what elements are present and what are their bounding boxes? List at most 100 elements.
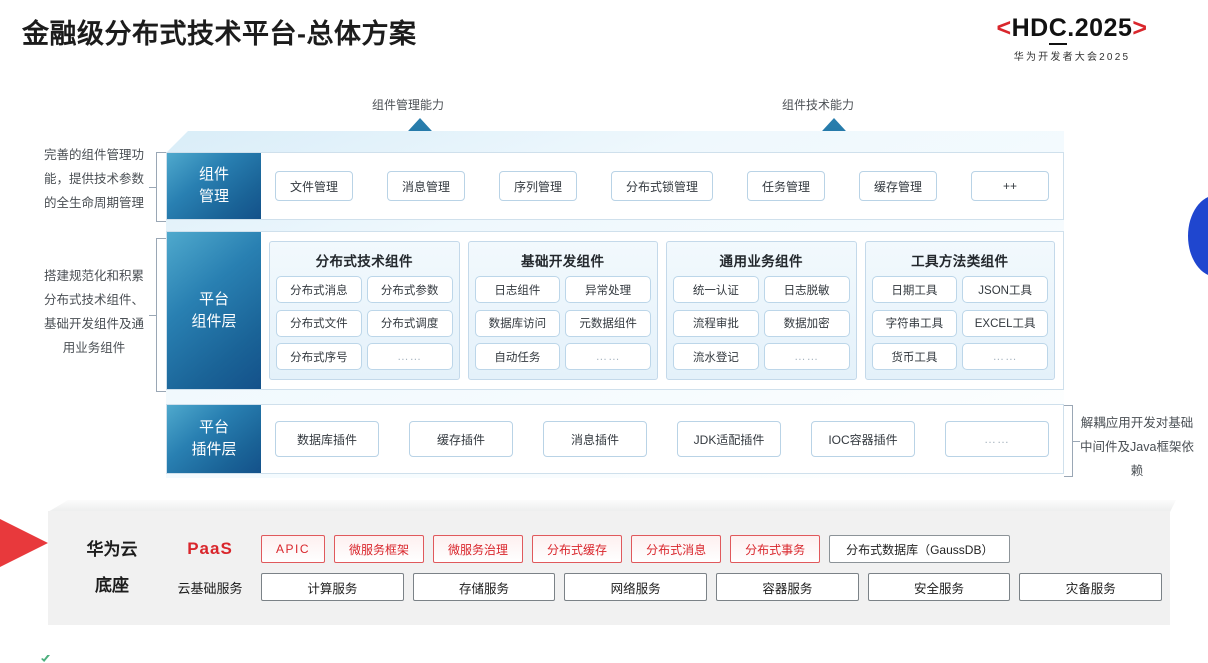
paas-chip-2[interactable]: 微服务治理 <box>433 535 524 563</box>
component-chip-2-4[interactable]: 流水登记 <box>673 343 759 371</box>
component-chip-2-0[interactable]: 统一认证 <box>673 276 759 303</box>
plugin-chip-2[interactable]: 消息插件 <box>543 421 647 457</box>
logo-text-hd: HD <box>1011 14 1049 42</box>
cloud-service-chip-2[interactable]: 网络服务 <box>564 573 708 601</box>
annotation-right: 解耦应用开发对基础中间件及Java框架依赖 <box>1080 416 1194 478</box>
base-face <box>48 511 1170 625</box>
base-title-line1: 华为云 <box>86 540 138 559</box>
base-title-line2: 底座 <box>95 576 129 595</box>
component-management-chip-6[interactable]: ++ <box>971 171 1049 201</box>
cloud-service-chip-5[interactable]: 灾备服务 <box>1019 573 1163 601</box>
paas-chip-0[interactable]: APIC <box>261 535 326 563</box>
component-chip-0-3[interactable]: 分布式调度 <box>366 309 453 337</box>
component-group-title-3: 工具方法类组件 <box>911 254 1009 269</box>
component-chip-1-3[interactable]: 元数据组件 <box>565 309 651 337</box>
hdc-logo-main: <HDC.2025> <box>952 14 1192 45</box>
row-component-management: 组件 管理 文件管理 消息管理 序列管理 分布式锁管理 任务管理 缓存管理 ++ <box>166 152 1064 220</box>
logo-text-year: .2025 <box>1067 14 1133 42</box>
component-management-chip-3[interactable]: 分布式锁管理 <box>611 171 714 201</box>
arrow-label-component-technology: 组件技术能力 <box>782 98 855 112</box>
component-chip-2-1[interactable]: 日志脱敏 <box>763 276 850 303</box>
component-chip-3-2[interactable]: 字符串工具 <box>871 309 958 337</box>
component-chip-1-2[interactable]: 数据库访问 <box>474 309 561 337</box>
arrow-label-component-management: 组件管理能力 <box>372 98 445 112</box>
cloud-service-chip-3[interactable]: 容器服务 <box>716 573 859 601</box>
component-management-items: 文件管理 消息管理 序列管理 分布式锁管理 任务管理 缓存管理 ++ <box>261 153 1063 219</box>
row-label-component-management: 组件 管理 <box>167 153 261 219</box>
plugin-chip-1[interactable]: 缓存插件 <box>409 421 513 457</box>
component-chip-3-1[interactable]: JSON工具 <box>962 276 1048 303</box>
component-management-chip-2[interactable]: 序列管理 <box>499 171 578 201</box>
page-title: 金融级分布式技术平台-总体方案 <box>22 19 417 49</box>
row-platform-component-layer: 平台 组件层 分布式技术组件分布式消息分布式参数分布式文件分布式调度分布式序号…… <box>166 231 1064 390</box>
platform-component-groups: 分布式技术组件分布式消息分布式参数分布式文件分布式调度分布式序号……基础开发组件… <box>261 232 1063 389</box>
row-label-line2: 管理 <box>198 188 229 205</box>
row-label-line1: 平台 <box>198 419 229 436</box>
component-chip-0-1[interactable]: 分布式参数 <box>366 276 453 303</box>
component-chip-0-0[interactable]: 分布式消息 <box>276 276 362 303</box>
row-label-line1: 平台 <box>198 290 229 308</box>
component-management-chip-0[interactable]: 文件管理 <box>275 171 354 201</box>
annotation-left-top: 完善的组件管理功能，提供技术参数的全生命周期管理 <box>43 148 144 210</box>
plugin-chip-4[interactable]: IOC容器插件 <box>811 421 915 457</box>
plugin-layer-items: 数据库插件缓存插件消息插件 JDK适配插件 IOC容器插件 …… <box>261 405 1063 473</box>
bracket-tick <box>1072 441 1080 443</box>
component-chip-2-5[interactable]: …… <box>763 343 850 371</box>
component-chip-0-2[interactable]: 分布式文件 <box>276 309 362 337</box>
plugin-chip-3[interactable]: JDK适配插件 <box>677 421 781 457</box>
paas-chip-4[interactable]: 分布式消息 <box>631 535 722 563</box>
paas-label: PaaS <box>187 539 233 558</box>
component-group-title-2: 通用业务组件 <box>719 254 803 269</box>
component-chip-0-4[interactable]: 分布式序号 <box>276 343 362 371</box>
green-check-icon <box>41 655 50 662</box>
paas-chip-3[interactable]: 分布式缓存 <box>532 535 623 563</box>
component-group-title-0: 分布式技术组件 <box>315 254 413 269</box>
component-chip-3-4[interactable]: 货币工具 <box>871 343 958 371</box>
component-group-2: 通用业务组件统一认证日志脱敏流程审批数据加密流水登记…… <box>666 241 857 380</box>
hdc-logo: <HDC.2025> 华为开发者大会2025 <box>952 14 1192 63</box>
component-management-chip-5[interactable]: 缓存管理 <box>859 171 938 201</box>
component-group-grid-0: 分布式消息分布式参数分布式文件分布式调度分布式序号…… <box>276 276 453 373</box>
cloud-services-label: 云基础服务 <box>177 580 243 596</box>
component-management-chip-4[interactable]: 任务管理 <box>747 171 826 201</box>
component-group-1: 基础开发组件日志组件异常处理数据库访问元数据组件自动任务…… <box>467 241 658 380</box>
component-chip-3-0[interactable]: 日期工具 <box>871 276 958 303</box>
component-group-grid-1: 日志组件异常处理数据库访问元数据组件自动任务…… <box>474 276 651 373</box>
component-chip-3-3[interactable]: EXCEL工具 <box>962 309 1048 337</box>
component-group-title-1: 基础开发组件 <box>521 254 605 269</box>
component-chip-1-4[interactable]: 自动任务 <box>474 343 561 371</box>
cloud-service-chip-0[interactable]: 计算服务 <box>261 573 404 601</box>
logo-bracket-right: > <box>1132 14 1148 42</box>
row-label-line2: 插件层 <box>191 441 237 458</box>
cloud-service-chip-4[interactable]: 安全服务 <box>867 573 1011 601</box>
paas-chip-gaussdb[interactable]: 分布式数据库（GaussDB） <box>829 535 1011 563</box>
annotation-left-bottom: 搭建规范化和积累分布式技术组件、基础开发组件及通用业务组件 <box>43 269 144 355</box>
blue-circle-decoration <box>1188 195 1208 277</box>
row-label-line2: 组件层 <box>191 312 237 330</box>
paas-chip-1[interactable]: 微服务框架 <box>334 535 425 563</box>
plugin-chip-5[interactable]: …… <box>945 421 1049 457</box>
paas-chip-5[interactable]: 分布式事务 <box>730 535 821 563</box>
paas-row: PaaS APIC 微服务框架微服务治理分布式缓存分布式消息分布式事务分布式数据库… <box>168 535 1162 563</box>
component-chip-1-0[interactable]: 日志组件 <box>474 276 561 303</box>
row-label-line1: 组件 <box>198 166 229 183</box>
bracket-platform-components <box>149 238 166 392</box>
component-chip-1-1[interactable]: 异常处理 <box>565 276 651 303</box>
component-chip-1-5[interactable]: …… <box>565 343 651 371</box>
component-chip-0-5[interactable]: …… <box>366 343 453 371</box>
cloud-service-chip-1[interactable]: 存储服务 <box>412 573 556 601</box>
component-chip-3-5[interactable]: …… <box>962 343 1048 371</box>
cloud-services-row: 云基础服务 计算服务存储服务网络服务容器服务安全服务灾备服务 <box>168 573 1163 601</box>
base-rows: PaaS APIC 微服务框架微服务治理分布式缓存分布式消息分布式事务分布式数据库… <box>168 535 1163 601</box>
row-label-platform-component-layer: 平台 组件层 <box>167 232 261 389</box>
huawei-cloud-base: 华为云 底座 PaaS APIC 微服务框架微服务治理分布式缓存分布式消息分布式事… <box>48 500 1176 625</box>
base-top-bevel <box>48 500 1176 512</box>
component-chip-2-3[interactable]: 数据加密 <box>763 309 850 337</box>
plugin-chip-0[interactable]: 数据库插件 <box>275 421 379 457</box>
row-label-platform-plugin-layer: 平台 插件层 <box>167 405 261 473</box>
bracket-tick <box>149 315 157 317</box>
base-content: 华为云 底座 PaaS APIC 微服务框架微服务治理分布式缓存分布式消息分布式事… <box>56 520 1163 616</box>
component-chip-2-2[interactable]: 流程审批 <box>673 309 759 337</box>
component-management-chip-1[interactable]: 消息管理 <box>387 171 466 201</box>
